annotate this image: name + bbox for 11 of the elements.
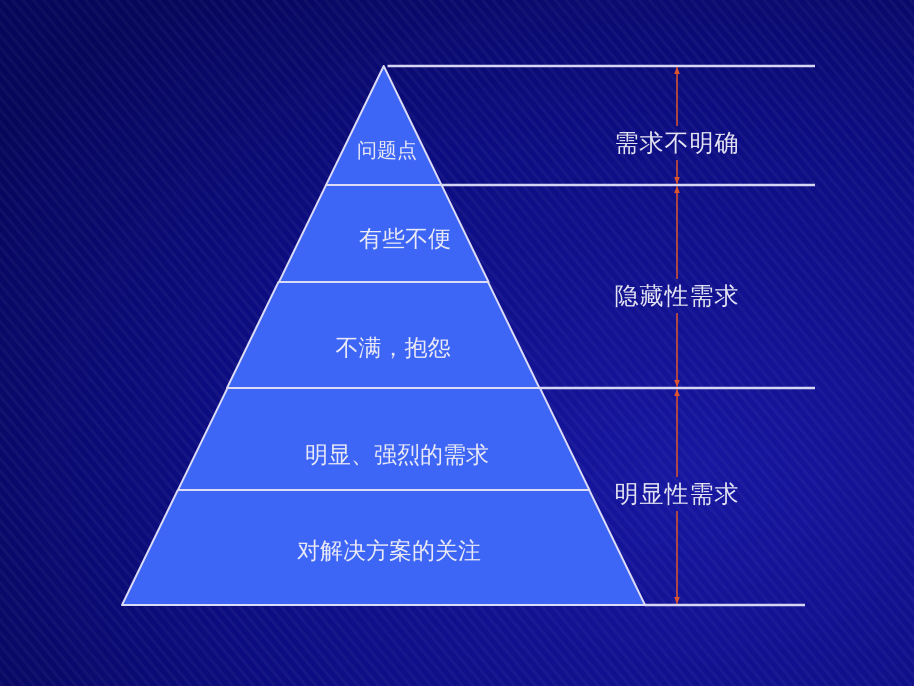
range-label: 明显性需求 <box>614 480 740 508</box>
range-label: 隐藏性需求 <box>614 282 740 310</box>
pyramid-tier <box>227 282 540 388</box>
tier-label: 不满，抱怨 <box>335 336 450 362</box>
pyramid-tier <box>326 66 442 185</box>
tier-label: 问题点 <box>356 139 417 161</box>
tier-label: 有些不便 <box>358 227 451 253</box>
tier-label: 对解决方案的关注 <box>297 539 481 565</box>
pyramid-tier <box>278 185 488 282</box>
tier-label: 明显、强烈的需求 <box>304 443 489 469</box>
range-label: 需求不明确 <box>614 130 740 156</box>
